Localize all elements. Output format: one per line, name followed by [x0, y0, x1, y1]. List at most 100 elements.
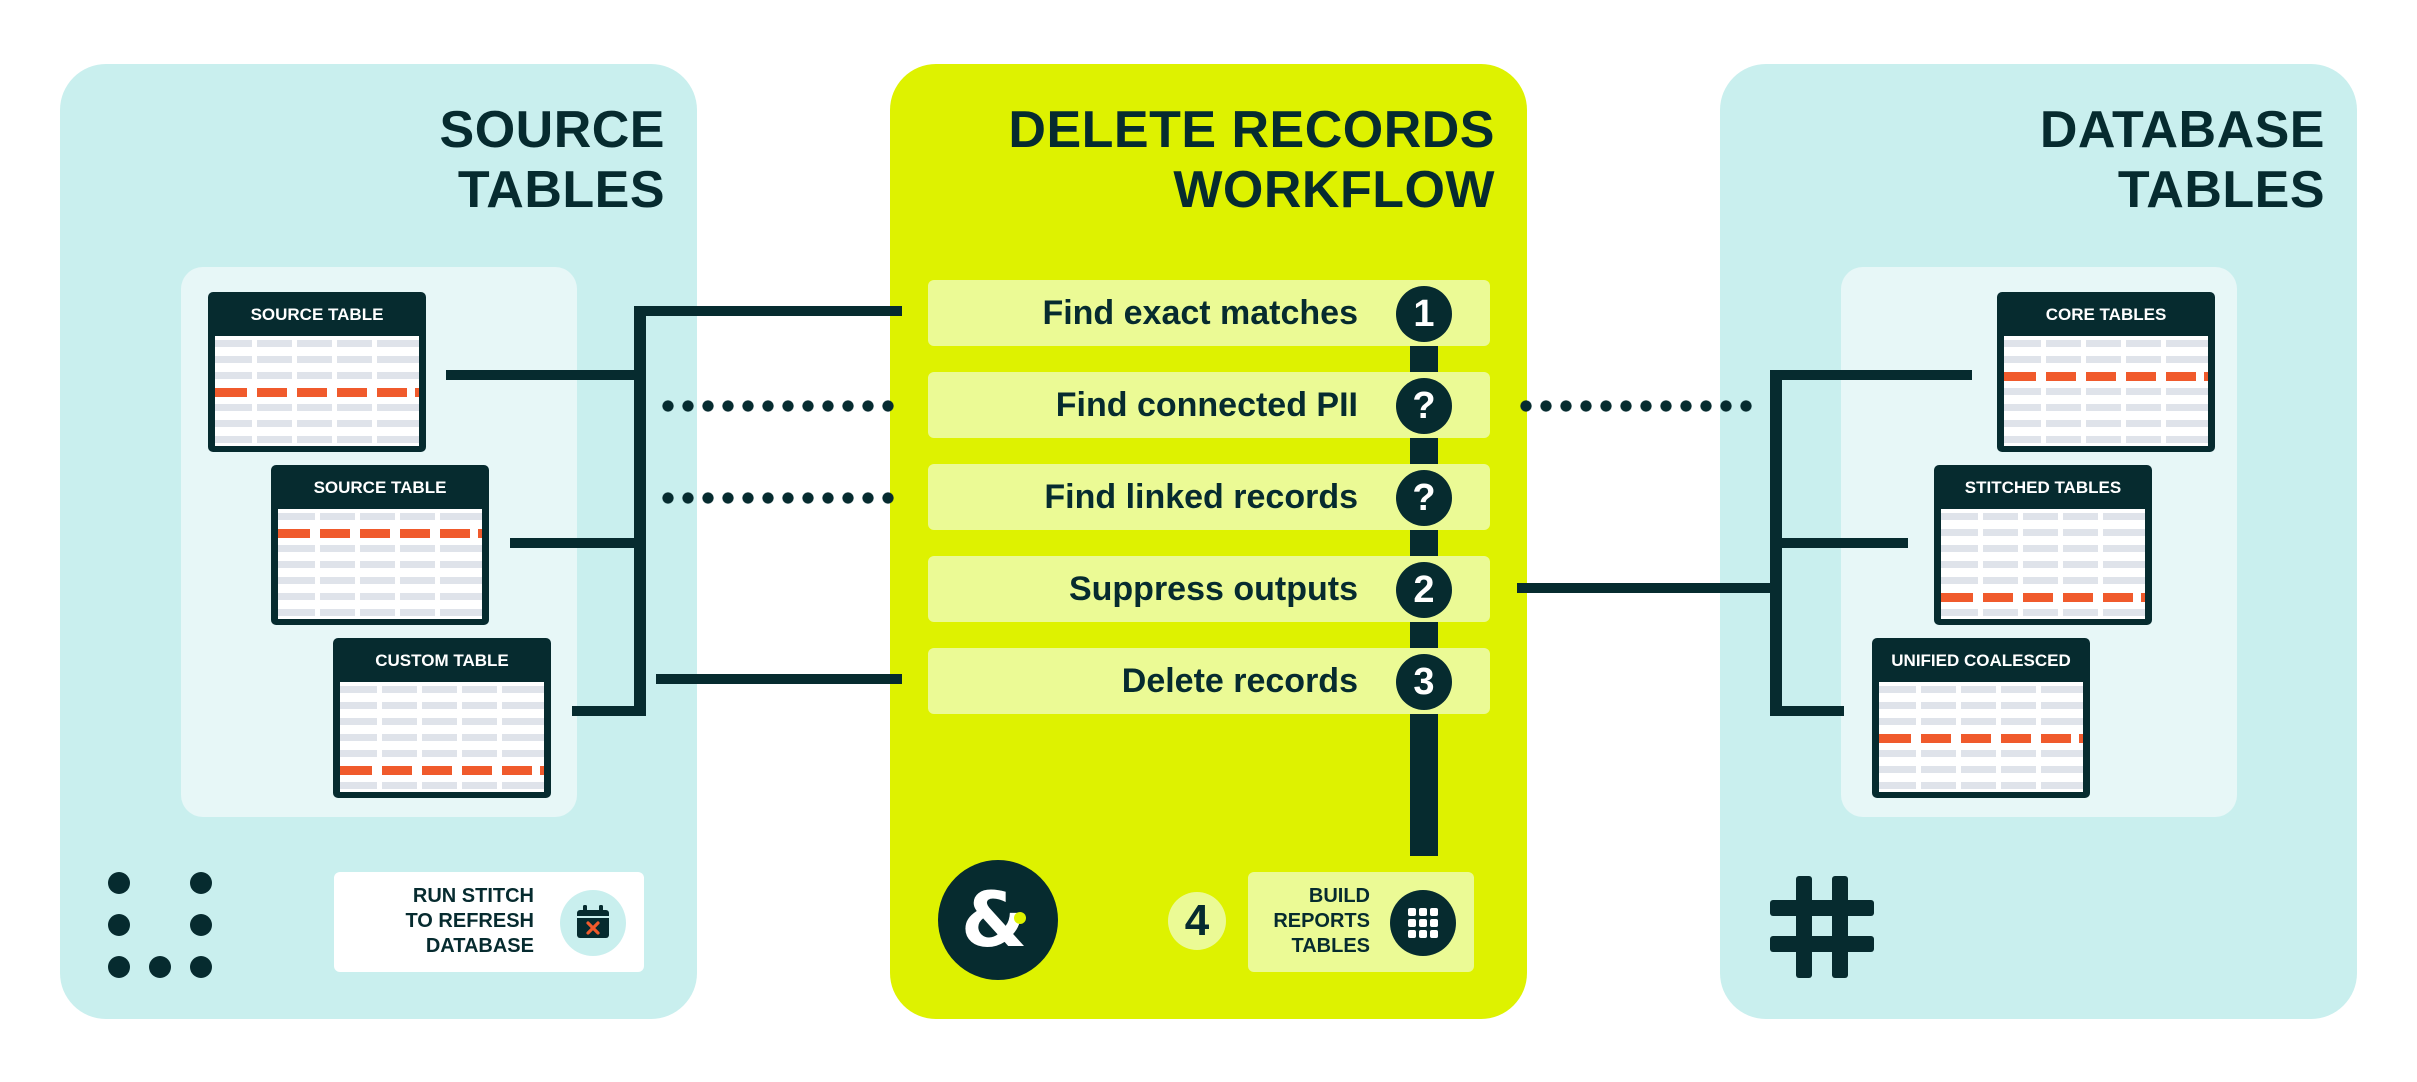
grid-column-gap — [332, 336, 337, 446]
grid-column-gap — [2041, 336, 2046, 446]
connector-line — [510, 538, 644, 548]
source-tables-title: SOURCE TABLES — [439, 101, 665, 219]
table-card-title: UNIFIED COALESCED — [1891, 651, 2071, 670]
table-card-title: SOURCE TABLE — [313, 478, 447, 497]
ampersand-logo: & — [938, 860, 1058, 980]
build-reports-label: BUILD REPORTS TABLES — [1273, 885, 1370, 957]
highlighted-row — [1879, 734, 2083, 743]
connector-bracket — [634, 306, 646, 716]
dot-grid-icon — [108, 872, 218, 982]
source-table-card-1: SOURCE TABLE — [208, 292, 426, 452]
grid-row — [1941, 609, 2145, 616]
grid-row — [215, 356, 419, 363]
connector-line — [634, 306, 902, 316]
grid-column-gap — [417, 682, 422, 792]
connector-line — [1517, 583, 1782, 593]
database-tables-title: DATABASE TABLES — [2039, 101, 2325, 219]
grid-column-gap — [377, 682, 382, 792]
grid-row — [278, 577, 482, 584]
grid-row — [278, 609, 482, 616]
grid-row — [215, 420, 419, 427]
grid-row — [340, 734, 544, 741]
run-stitch-button[interactable]: RUN STITCH TO REFRESH DATABASE — [334, 872, 644, 972]
step-label: Find linked records — [1044, 478, 1358, 516]
grid-row — [278, 545, 482, 552]
step-marker: ? — [1396, 470, 1452, 526]
grid-column-gap — [1916, 682, 1921, 792]
grid-row — [1941, 529, 2145, 536]
grid-column-gap — [2081, 336, 2086, 446]
step-label: Suppress outputs — [1068, 570, 1358, 608]
step-marker: 1 — [1396, 286, 1452, 342]
grid-column-gap — [2161, 336, 2166, 446]
stitched-tables-card: STITCHED TABLES — [1934, 465, 2152, 625]
grid-row — [340, 718, 544, 725]
grid-row — [2004, 388, 2208, 395]
step-label: Find connected PII — [1055, 386, 1358, 424]
grid-row — [278, 513, 482, 520]
grid-column-gap — [1978, 509, 1983, 619]
grid-row — [340, 782, 544, 789]
grid-column-gap — [372, 336, 377, 446]
step-find-exact-matches: Find exact matches 1 — [928, 280, 1490, 346]
unified-coalesced-card: UNIFIED COALESCED — [1872, 638, 2090, 798]
connector-line — [1770, 370, 1972, 380]
grid-row — [2004, 420, 2208, 427]
grid-dots-icon — [1390, 890, 1456, 956]
connector-line — [1770, 706, 1844, 716]
grid-column-gap — [457, 682, 462, 792]
grid-column-gap — [2018, 509, 2023, 619]
table-card-title: STITCHED TABLES — [1964, 478, 2122, 497]
highlighted-row — [1941, 593, 2145, 602]
grid-row — [2004, 356, 2208, 363]
grid-row — [2004, 436, 2208, 443]
grid-row — [1879, 702, 2083, 709]
step-marker: ? — [1396, 378, 1452, 434]
core-tables-card: CORE TABLES — [1997, 292, 2215, 452]
grid-column-gap — [2036, 682, 2041, 792]
grid-row — [340, 750, 544, 757]
step-delete-records: Delete records 3 — [928, 648, 1490, 714]
grid-row — [1941, 561, 2145, 568]
dotted-connector — [658, 492, 902, 504]
grid-row — [215, 372, 419, 379]
grid-column-gap — [2098, 509, 2103, 619]
grid-column-gap — [1956, 682, 1961, 792]
calendar-x-icon — [560, 890, 626, 956]
build-reports-tables-button[interactable]: BUILD REPORTS TABLES — [1248, 872, 1474, 972]
connector-line — [656, 674, 902, 684]
grid-row — [278, 593, 482, 600]
grid-row — [1941, 577, 2145, 584]
highlighted-row — [215, 388, 419, 397]
connector-line — [572, 706, 644, 716]
grid-column-gap — [1996, 682, 2001, 792]
run-stitch-label: RUN STITCH TO REFRESH DATABASE — [405, 885, 534, 957]
grid-column-gap — [292, 336, 297, 446]
connector-line — [446, 370, 646, 380]
table-card-title: CORE TABLES — [2045, 305, 2167, 324]
grid-column-gap — [315, 509, 320, 619]
grid-row — [340, 686, 544, 693]
grid-row — [1941, 513, 2145, 520]
grid-column-gap — [252, 336, 257, 446]
dotted-connector — [658, 400, 902, 412]
grid-row — [1879, 750, 2083, 757]
table-grid — [340, 682, 544, 792]
grid-row — [1879, 718, 2083, 725]
highlighted-row — [340, 766, 544, 775]
grid-row — [2004, 404, 2208, 411]
step-label: Delete records — [1121, 662, 1358, 700]
table-grid — [1941, 509, 2145, 619]
highlighted-row — [278, 529, 482, 538]
grid-column-gap — [395, 509, 400, 619]
table-card-title: CUSTOM TABLE — [375, 651, 509, 670]
table-grid — [215, 336, 419, 446]
grid-row — [215, 436, 419, 443]
connector-line — [1770, 538, 1908, 548]
connector-bracket — [1770, 370, 1782, 716]
step-marker: 2 — [1396, 562, 1452, 618]
table-grid — [1879, 682, 2083, 792]
grid-row — [1879, 686, 2083, 693]
table-grid — [278, 509, 482, 619]
step-marker: 3 — [1396, 654, 1452, 710]
